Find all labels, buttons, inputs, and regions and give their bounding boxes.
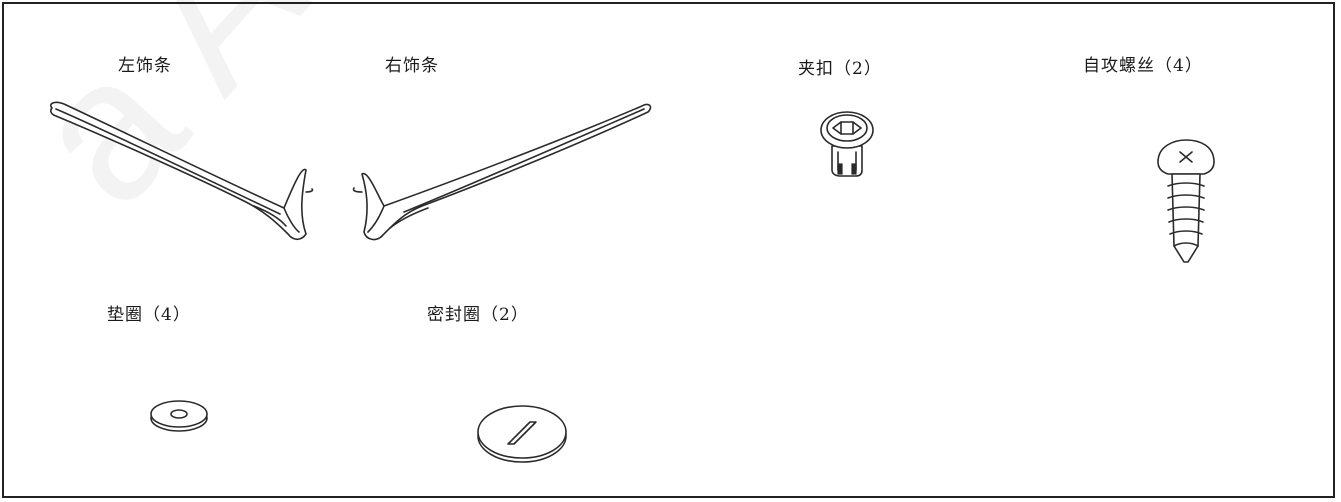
label-clip: 夹扣（2）: [798, 59, 882, 79]
seal-ring-image: [472, 400, 572, 466]
label-washer: 垫圈（4）: [107, 305, 191, 325]
label-tapping-screw: 自攻螺丝（4）: [1083, 56, 1203, 76]
tapping-screw-image: [1152, 138, 1222, 274]
left-trim-image: [44, 96, 334, 246]
clip-image: [816, 108, 876, 180]
right-trim-image: [342, 96, 662, 246]
washer-image: [147, 396, 217, 436]
label-right-trim: 右饰条: [385, 56, 439, 76]
label-left-trim: 左饰条: [118, 56, 172, 76]
label-seal-ring: 密封圈（2）: [427, 305, 529, 325]
